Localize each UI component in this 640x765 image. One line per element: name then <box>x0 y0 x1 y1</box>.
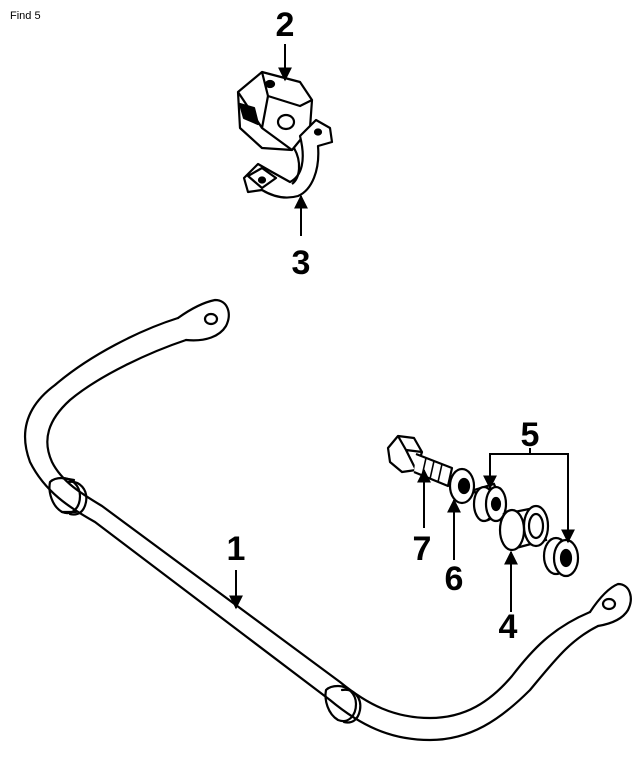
bolt-part-7 <box>386 434 454 488</box>
callout-1: 1 <box>227 530 246 568</box>
callout-5: 5 <box>521 416 540 454</box>
washer-part-6 <box>448 467 476 505</box>
find-label: Find 5 <box>10 10 41 22</box>
bushing-part-5-lower <box>542 536 580 578</box>
leader-lines <box>229 44 575 612</box>
bracket-part-3 <box>242 118 334 199</box>
callout-4: 4 <box>499 608 518 646</box>
callout-3: 3 <box>292 244 311 282</box>
bushing-part-5-upper <box>472 482 508 523</box>
callout-2: 2 <box>276 6 295 44</box>
callout-6: 6 <box>445 560 464 598</box>
callout-7: 7 <box>413 530 432 568</box>
stabilizer-bar <box>23 298 632 742</box>
spacer-part-4 <box>498 504 550 552</box>
